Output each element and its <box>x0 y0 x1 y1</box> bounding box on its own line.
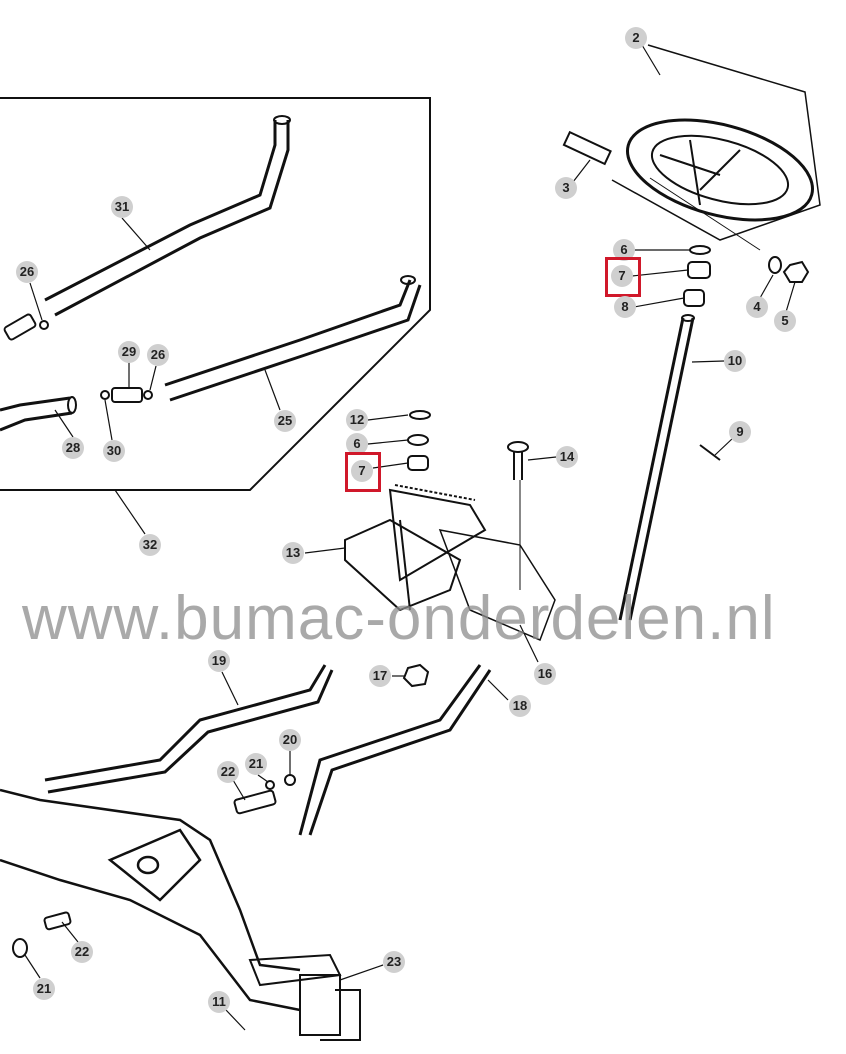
sleeve-29 <box>3 313 143 403</box>
callout-19: 19 <box>208 650 230 672</box>
callout-5: 5 <box>774 310 796 332</box>
callout-17: 17 <box>369 665 391 687</box>
callout-31: 31 <box>111 196 133 218</box>
front-axle <box>0 788 301 1012</box>
pin-9 <box>699 444 721 461</box>
callout-3: 3 <box>555 177 577 199</box>
tie-rod-18 <box>298 664 492 836</box>
callout-18: 18 <box>509 695 531 717</box>
washers-12-6-7 <box>407 410 431 471</box>
drag-link-25 <box>164 275 422 402</box>
callout-10: 10 <box>724 350 746 372</box>
bushings-6-7-8 <box>683 245 711 307</box>
washer-nut-4-5 <box>768 256 810 283</box>
callout-12: 12 <box>346 409 368 431</box>
callout-26: 26 <box>147 344 169 366</box>
drag-link-31 <box>44 115 291 317</box>
bolt-14 <box>507 441 529 480</box>
inset-frame <box>0 97 431 491</box>
link-28 <box>0 396 77 432</box>
leader-lines <box>24 44 796 1031</box>
watermark: www.bumac-onderdelen.nl <box>22 584 776 653</box>
callout-16: 16 <box>534 663 556 685</box>
sector-gear <box>388 484 487 582</box>
tie-rod-19 <box>44 664 334 794</box>
callout-20: 20 <box>279 729 301 751</box>
callout-21: 21 <box>245 753 267 775</box>
callout-6: 6 <box>346 433 368 455</box>
callout-23: 23 <box>383 951 405 973</box>
spindle-23 <box>248 953 361 1041</box>
callout-11: 11 <box>208 991 230 1013</box>
callout-8: 8 <box>614 296 636 318</box>
bracket-13 <box>344 518 462 612</box>
callout-6: 6 <box>613 239 635 261</box>
callout-7: 7 <box>351 460 373 482</box>
support-plate <box>438 529 556 641</box>
callout-13: 13 <box>282 542 304 564</box>
bushing-22 <box>43 789 277 931</box>
callout-21: 21 <box>33 978 55 1000</box>
callout-22: 22 <box>71 941 93 963</box>
nut-17 <box>402 663 430 688</box>
bolt-3 <box>562 130 612 166</box>
steering-shaft-10 <box>618 314 695 621</box>
highlight-box-7 <box>605 257 641 297</box>
callout-14: 14 <box>556 446 578 468</box>
highlight-box-7 <box>345 452 381 492</box>
callout-9: 9 <box>729 421 751 443</box>
callout-2: 2 <box>625 27 647 49</box>
callout-25: 25 <box>274 410 296 432</box>
callout-4: 4 <box>746 296 768 318</box>
callout-26: 26 <box>16 261 38 283</box>
callout-28: 28 <box>62 437 84 459</box>
callout-29: 29 <box>118 341 140 363</box>
steering-wheel <box>611 44 821 241</box>
callout-30: 30 <box>103 440 125 462</box>
callout-22: 22 <box>217 761 239 783</box>
callout-32: 32 <box>139 534 161 556</box>
callout-7: 7 <box>611 265 633 287</box>
